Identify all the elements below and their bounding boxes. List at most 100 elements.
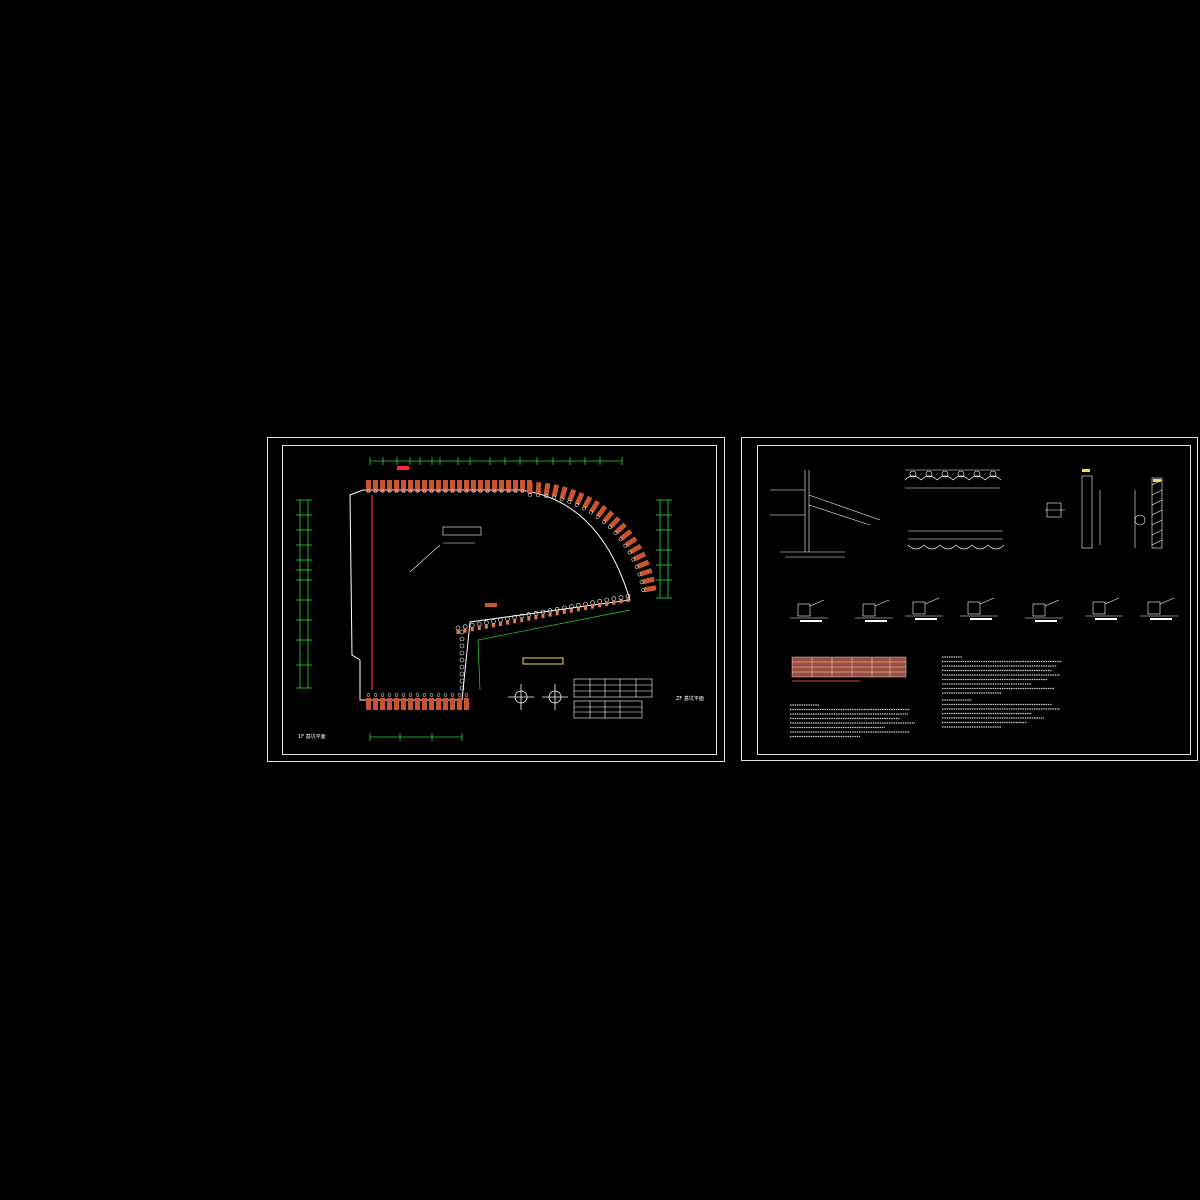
pile-circle bbox=[401, 693, 406, 697]
detail-drawing bbox=[790, 599, 828, 622]
pile-circle bbox=[506, 489, 511, 493]
pile-cap bbox=[463, 628, 467, 633]
pile-circle bbox=[408, 693, 413, 697]
notes-block-right bbox=[942, 656, 1062, 728]
retaining-pile bbox=[551, 484, 560, 500]
retaining-pile bbox=[457, 698, 462, 710]
pile-circle bbox=[513, 489, 518, 493]
top-dimension-chain bbox=[369, 457, 623, 465]
notes-block-left bbox=[790, 704, 915, 738]
section-4-column bbox=[1045, 475, 1101, 549]
pile-circle bbox=[457, 489, 462, 493]
pile-cap bbox=[470, 627, 474, 632]
pile-row-arc bbox=[527, 482, 657, 593]
pile-circle bbox=[597, 599, 602, 604]
retaining-pile bbox=[513, 480, 518, 492]
pile-circle bbox=[459, 629, 465, 635]
retaining-pile bbox=[401, 480, 406, 492]
pile-section-detail-1 bbox=[508, 684, 534, 710]
retaining-pile bbox=[582, 495, 593, 511]
pile-circle bbox=[429, 489, 434, 493]
retaining-pile bbox=[574, 492, 585, 507]
pile-cap bbox=[612, 600, 616, 605]
pile-circle bbox=[459, 643, 465, 649]
pile-circle bbox=[459, 678, 465, 684]
retaining-pile bbox=[634, 559, 650, 569]
retaining-pile bbox=[499, 480, 504, 492]
plan-subtitle-label: ZF 基坑平面 bbox=[676, 696, 704, 702]
pile-schedule-table bbox=[573, 678, 653, 719]
retaining-pile bbox=[543, 482, 551, 498]
pile-circle bbox=[450, 489, 455, 493]
section-2-wave bbox=[904, 469, 1002, 489]
pile-circle bbox=[401, 489, 406, 493]
retaining-pile bbox=[408, 698, 413, 710]
pile-circle bbox=[366, 489, 371, 493]
pile-circle bbox=[492, 489, 497, 493]
section-1-pile-wall bbox=[770, 470, 881, 558]
yellow-tag-2 bbox=[1153, 479, 1161, 482]
retaining-pile bbox=[436, 698, 441, 710]
retaining-pile bbox=[623, 536, 638, 548]
pile-cap bbox=[598, 603, 602, 608]
pile-circle bbox=[469, 623, 475, 628]
pile-circle bbox=[583, 601, 588, 607]
retaining-pile bbox=[366, 480, 371, 492]
pile-circle bbox=[429, 693, 434, 697]
pile-circle bbox=[499, 489, 504, 493]
pile-circle bbox=[618, 595, 624, 600]
retaining-pile bbox=[450, 698, 455, 710]
retaining-pile bbox=[641, 585, 657, 593]
excavation-outline bbox=[349, 489, 631, 701]
pile-circle bbox=[484, 620, 489, 625]
pile-circle bbox=[455, 625, 461, 631]
yellow-title-box bbox=[522, 657, 564, 665]
retaining-pile bbox=[450, 480, 455, 492]
pile-circle bbox=[436, 693, 441, 697]
retaining-pile bbox=[373, 698, 378, 710]
retaining-pile bbox=[464, 480, 469, 492]
pile-circle bbox=[471, 489, 476, 493]
pile-circle bbox=[498, 617, 503, 623]
pile-circle bbox=[459, 664, 465, 670]
retaining-pile bbox=[366, 698, 371, 710]
retaining-pile bbox=[471, 480, 476, 492]
retaining-pile bbox=[527, 482, 533, 497]
retaining-pile bbox=[408, 480, 413, 492]
pile-circle bbox=[462, 624, 468, 629]
pile-circle bbox=[604, 597, 610, 603]
pile-circle bbox=[394, 693, 399, 697]
pile-cap bbox=[527, 616, 531, 621]
pile-cap bbox=[456, 630, 460, 634]
pile-cap bbox=[591, 604, 595, 609]
pile-circle bbox=[459, 636, 465, 642]
retaining-pile bbox=[506, 480, 511, 492]
left-dimension-chain bbox=[296, 499, 312, 689]
pile-circle bbox=[450, 693, 455, 697]
sheet-left-inner-frame bbox=[282, 445, 717, 755]
pile-circle bbox=[476, 621, 482, 627]
retaining-pile bbox=[608, 516, 621, 530]
retaining-pile bbox=[436, 480, 441, 492]
pile-circle bbox=[415, 693, 420, 697]
pile-cap bbox=[626, 598, 630, 602]
pile-cap bbox=[484, 624, 488, 629]
pile-circle bbox=[491, 619, 496, 624]
retaining-pile bbox=[631, 551, 647, 562]
pile-circle bbox=[457, 693, 462, 697]
detail-drawing bbox=[960, 597, 998, 620]
detail-drawing bbox=[905, 597, 943, 620]
detail-drawing bbox=[1025, 599, 1063, 622]
retaining-pile bbox=[567, 488, 577, 504]
detail-drawing bbox=[1085, 597, 1123, 620]
retaining-pile bbox=[618, 529, 633, 542]
section-3-wave bbox=[907, 530, 1005, 550]
retaining-pile bbox=[627, 543, 643, 555]
pile-cap bbox=[555, 611, 559, 616]
pile-circle bbox=[387, 693, 392, 697]
retaining-pile bbox=[394, 698, 399, 710]
section-5-hatched bbox=[1134, 477, 1163, 549]
pile-circle bbox=[373, 693, 378, 697]
retaining-pile bbox=[535, 482, 542, 498]
pile-circle bbox=[373, 489, 378, 493]
